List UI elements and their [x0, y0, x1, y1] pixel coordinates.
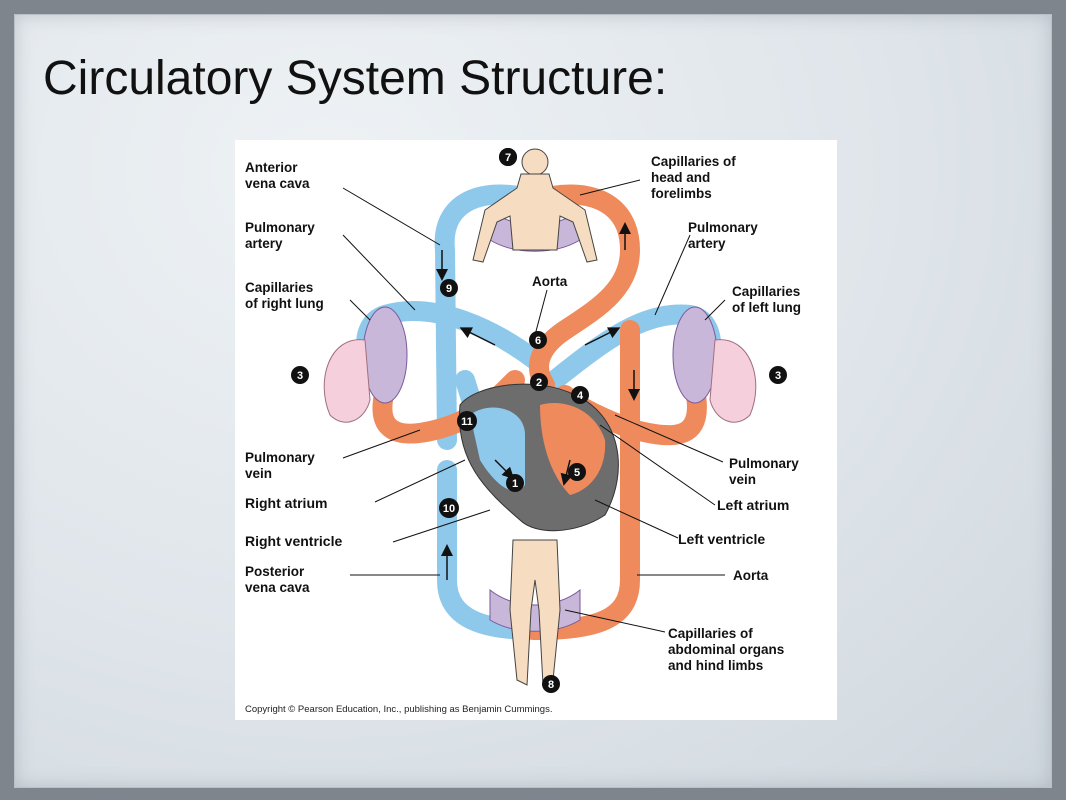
step-3-right: 3	[775, 370, 781, 382]
step-8: 8	[548, 679, 554, 691]
copyright-notice: Copyright © Pearson Education, Inc., pub…	[245, 704, 552, 715]
step-4: 4	[577, 390, 584, 402]
label-pulmonary-vein-left-2: vein	[245, 466, 272, 481]
label-leader-lines	[342, 179, 726, 633]
heart	[458, 383, 619, 532]
flow-arrows	[436, 222, 640, 580]
slide-title: Circulatory System Structure:	[43, 52, 668, 105]
label-capillaries-right-lung-2: of right lung	[245, 296, 324, 311]
label-capillaries-right-lung-1: Capillaries	[245, 280, 313, 295]
lungs	[323, 339, 757, 423]
label-pulmonary-vein-right-1: Pulmonary	[729, 456, 799, 471]
label-left-ventricle: Left ventricle	[678, 531, 765, 547]
label-capillaries-head-2: head and	[651, 170, 710, 185]
label-capillaries-abdominal-3: and hind limbs	[668, 658, 763, 673]
label-pulmonary-vein-left-1: Pulmonary	[245, 450, 315, 465]
label-pulmonary-artery-left-2: artery	[245, 236, 283, 251]
label-aorta-bottom: Aorta	[733, 568, 769, 583]
step-1: 1	[512, 478, 518, 490]
label-capillaries-abdominal-2: abdominal organs	[668, 642, 784, 657]
label-posterior-vena-cava-2: vena cava	[245, 580, 310, 595]
label-capillaries-head-3: forelimbs	[651, 186, 712, 201]
label-pulmonary-vein-right-2: vein	[729, 472, 756, 487]
label-capillaries-left-lung-1: Capillaries	[732, 284, 800, 299]
circulatory-diagram: Anterior vena cava Pulmonary artery Capi…	[235, 140, 837, 720]
label-pulmonary-artery-right-2: artery	[688, 236, 726, 251]
step-markers: 1 2 3 3 4 5 6 7 8 9 10 11	[291, 148, 787, 693]
label-right-atrium: Right atrium	[245, 495, 327, 511]
step-6: 6	[535, 335, 541, 347]
step-3-left: 3	[297, 370, 303, 382]
step-9: 9	[446, 283, 452, 295]
label-pulmonary-artery-right-1: Pulmonary	[688, 220, 758, 235]
label-capillaries-head-1: Capillaries of	[651, 154, 736, 169]
step-11: 11	[461, 416, 473, 428]
step-2: 2	[536, 377, 542, 389]
step-10: 10	[443, 503, 455, 515]
label-anterior-vena-cava-2: vena cava	[245, 176, 310, 191]
label-capillaries-abdominal-1: Capillaries of	[668, 626, 753, 641]
step-7: 7	[505, 152, 511, 164]
human-body-figures	[472, 148, 598, 686]
label-posterior-vena-cava-1: Posterior	[245, 564, 305, 579]
labels-left: Anterior vena cava Pulmonary artery Capi…	[245, 160, 342, 595]
labels-right: Capillaries of head and forelimbs Pulmon…	[532, 154, 801, 673]
label-right-ventricle: Right ventricle	[245, 533, 342, 549]
label-capillaries-left-lung-2: of left lung	[732, 300, 801, 315]
label-anterior-vena-cava-1: Anterior	[245, 160, 298, 175]
label-aorta-top: Aorta	[532, 274, 568, 289]
label-left-atrium: Left atrium	[717, 497, 789, 513]
label-pulmonary-artery-left-1: Pulmonary	[245, 220, 315, 235]
step-5: 5	[574, 467, 580, 479]
